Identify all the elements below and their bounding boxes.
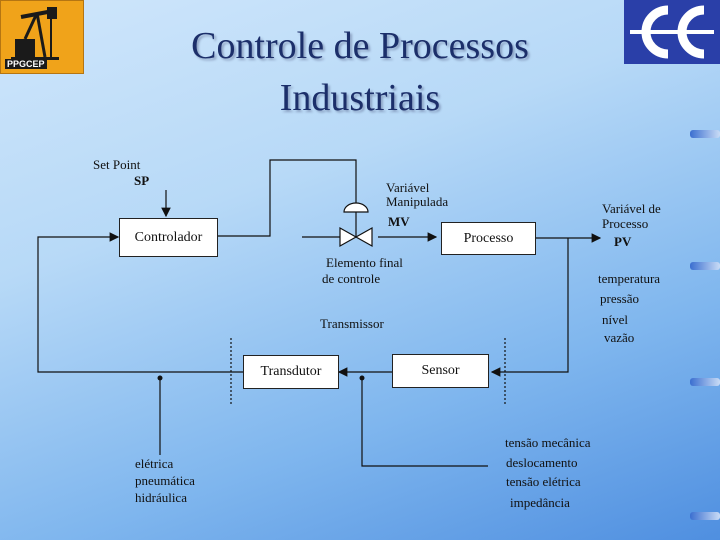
pv-type-pressao: pressão xyxy=(600,291,639,306)
page-title-line-1: Controle de Processos xyxy=(191,25,529,67)
setpoint-label: Set Point xyxy=(93,157,141,172)
ppgcep-logo-text: PPGCEP xyxy=(5,59,47,69)
pv-feedback-line xyxy=(490,238,569,377)
pv-type-nivel: nível xyxy=(602,312,628,327)
final-element-label-line-2: de controle xyxy=(322,271,381,286)
pv-abbr: PV xyxy=(614,234,632,249)
side-decoration xyxy=(690,130,720,138)
mv-abbr: MV xyxy=(388,214,410,229)
pv-type-temperatura: temperatura xyxy=(598,271,661,286)
cc-logo xyxy=(624,0,720,64)
control-valve-icon xyxy=(339,202,373,248)
pv-label-line-1: Variável de xyxy=(602,201,661,216)
setpoint-abbr: SP xyxy=(134,173,150,188)
transducer-type-hidraulica: hidráulica xyxy=(135,490,187,505)
transducer-type-pneumatica: pneumática xyxy=(135,473,195,488)
transmissor-label: Transmissor xyxy=(320,316,384,331)
final-element-label-line-1: Elemento final xyxy=(326,255,403,270)
controller-output-line xyxy=(218,159,357,237)
junction-dot xyxy=(359,375,365,381)
junction-dot xyxy=(157,375,163,381)
mv-label-line-1: Variável xyxy=(386,180,430,195)
side-decoration xyxy=(690,262,720,270)
ppgcep-logo: PPGCEP xyxy=(0,0,84,74)
sensor-type-impedancia: impedância xyxy=(510,495,570,510)
sensor-type-tensao-mecanica: tensão mecânica xyxy=(505,435,591,450)
transducer-type-eletrica: elétrica xyxy=(135,456,174,471)
sensor-types-pointer xyxy=(361,378,488,467)
sensor-box: Sensor xyxy=(392,354,489,388)
processo-box: Processo xyxy=(441,222,536,255)
sensor-type-tensao-eletrica: tensão elétrica xyxy=(506,474,581,489)
page-title-line-2: Industriais xyxy=(279,77,441,119)
transdutor-box: Transdutor xyxy=(243,355,339,389)
side-decoration xyxy=(690,378,720,386)
side-decoration xyxy=(690,512,720,520)
pv-type-vazao: vazão xyxy=(604,330,635,345)
controlador-box: Controlador xyxy=(119,218,218,257)
cc-logo-icon xyxy=(630,5,714,59)
pumpjack-icon xyxy=(11,7,59,60)
sensor-type-deslocamento: deslocamento xyxy=(506,455,578,470)
pv-label-line-2: Processo xyxy=(602,216,649,231)
feedback-to-controller-line xyxy=(37,232,243,373)
mv-label-line-2: Manipulada xyxy=(386,194,449,209)
